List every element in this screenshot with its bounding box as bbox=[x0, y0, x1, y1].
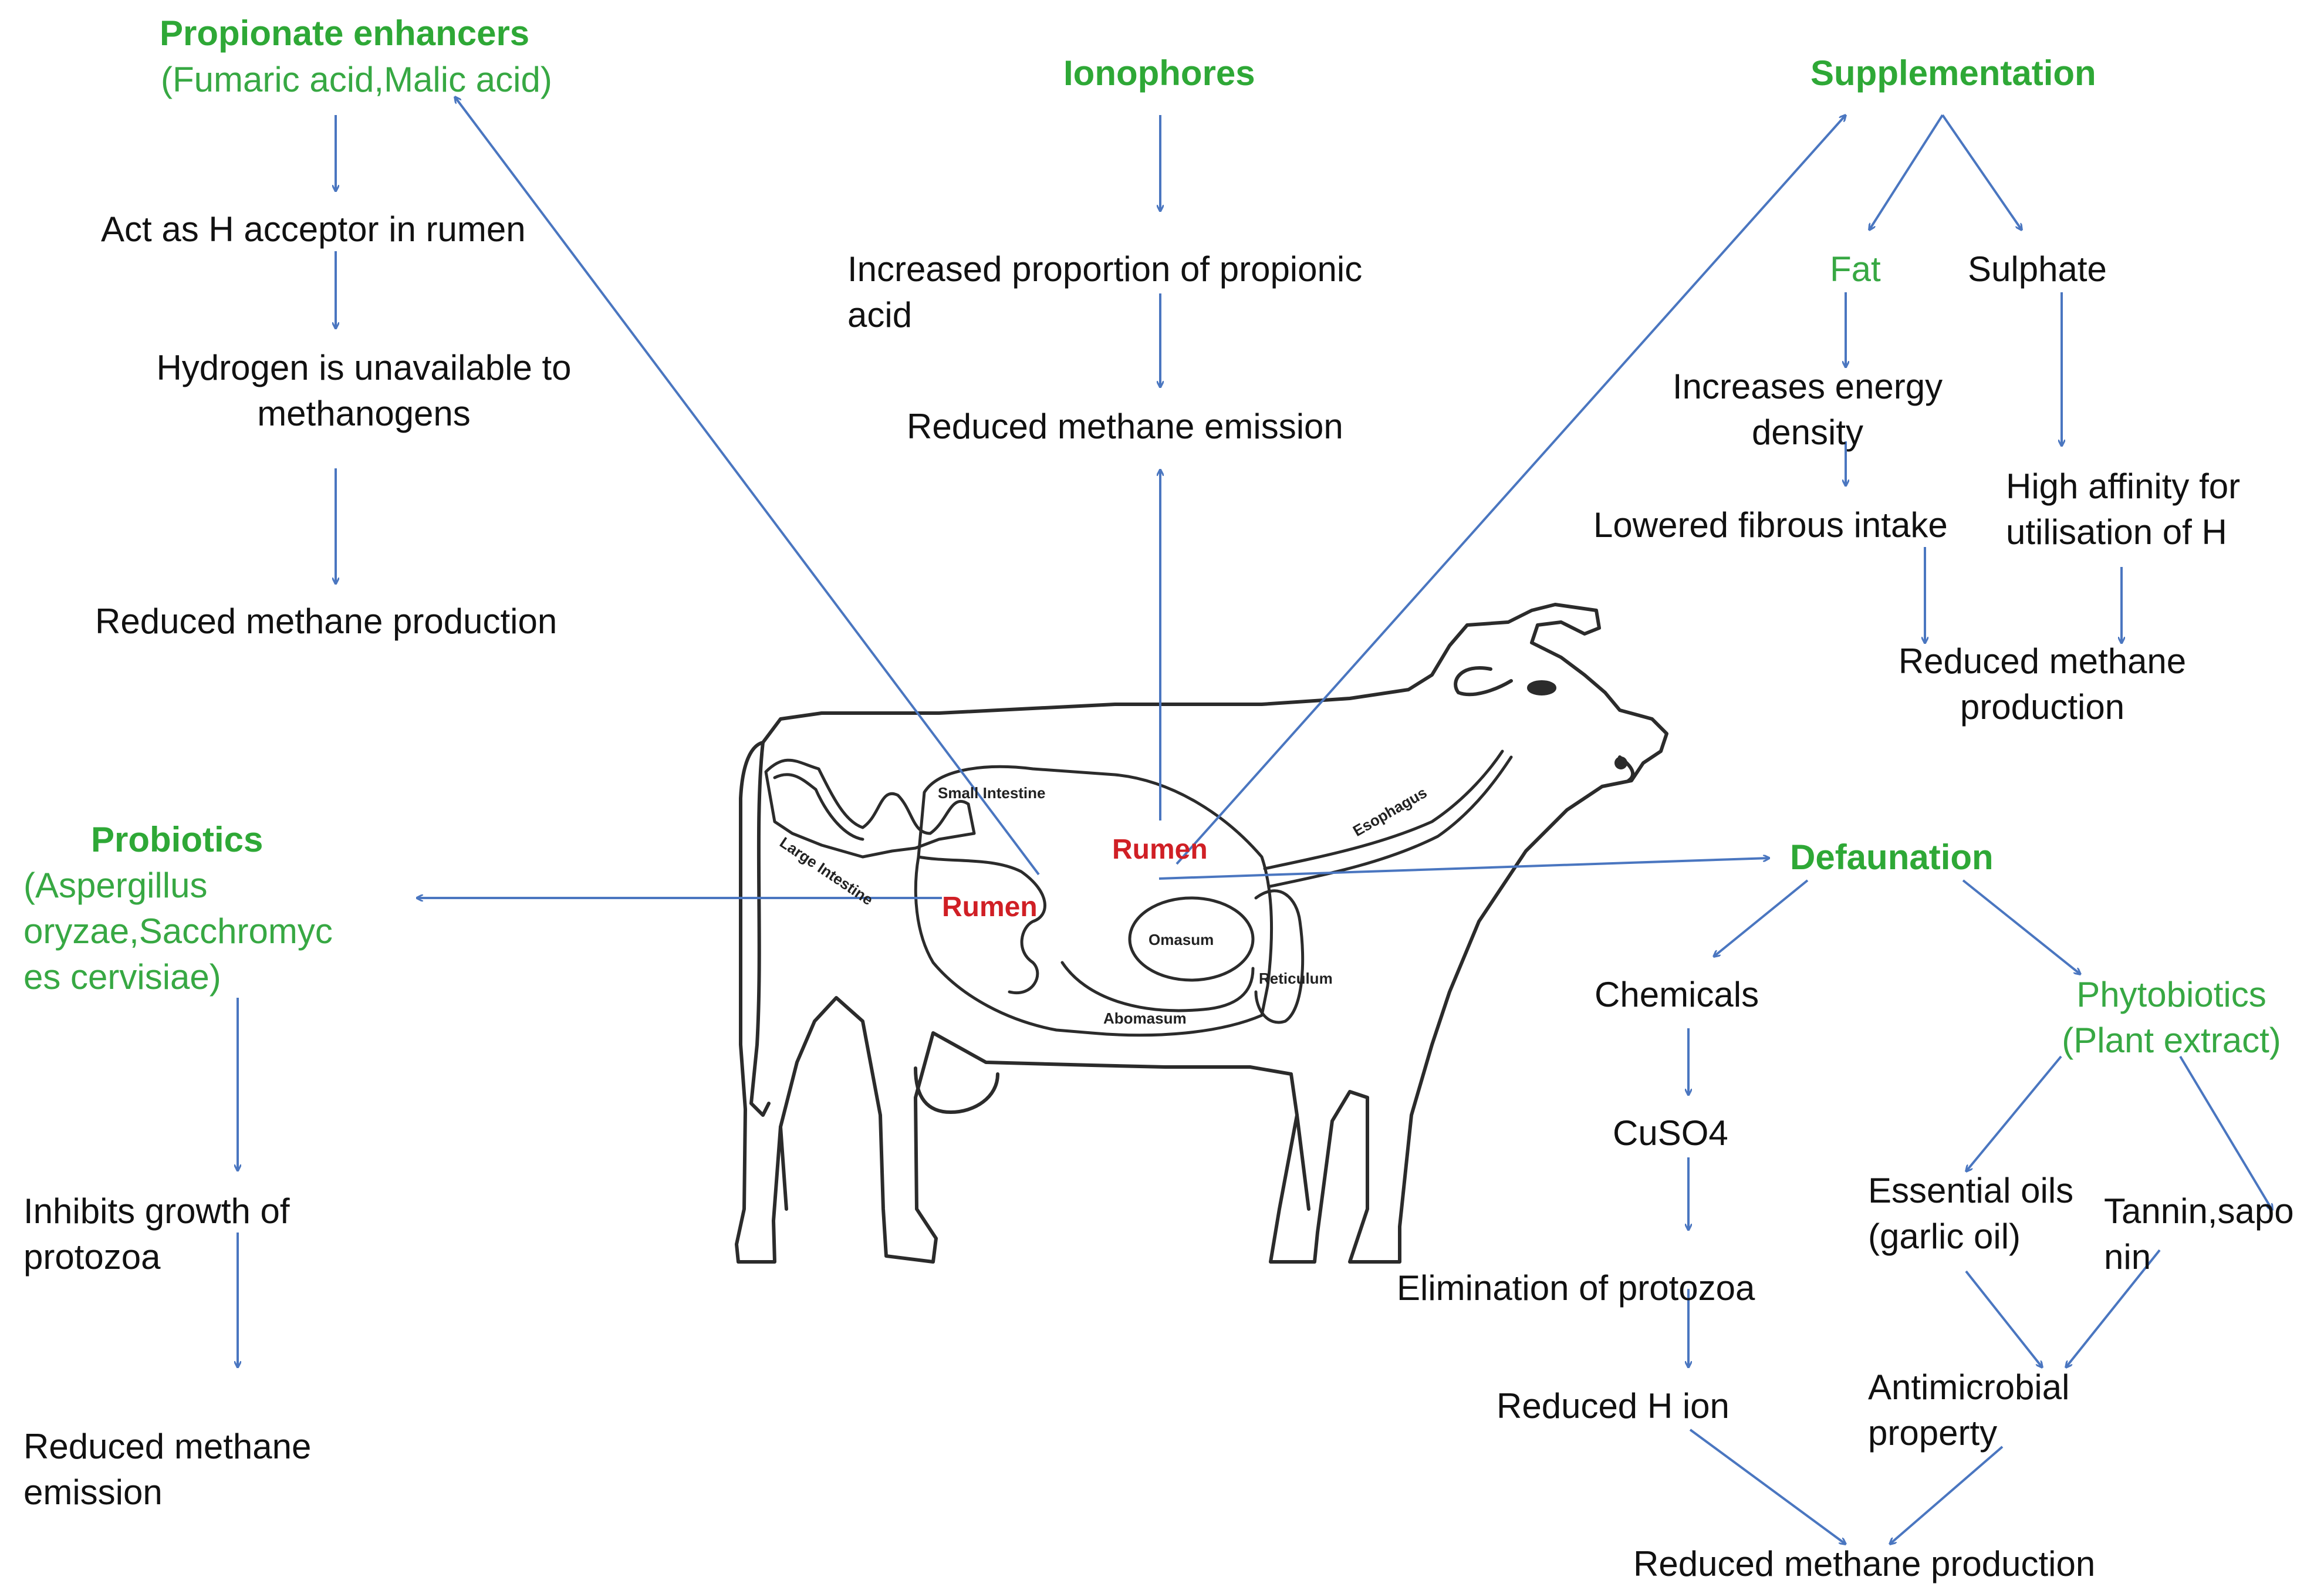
probiotics-result: Reduced methane emission bbox=[23, 1424, 311, 1515]
probiotics-organisms: (Aspergillus oryzae,Sacchromyc es cervis… bbox=[23, 863, 333, 1000]
cow-eye bbox=[1529, 682, 1555, 694]
propionate-result: Reduced methane production bbox=[95, 599, 557, 644]
small-intestine-shape bbox=[918, 857, 1045, 993]
defaunation-antimicrobial: Antimicrobial property bbox=[1868, 1365, 2069, 1456]
arrow-essential-to-antimicrobial bbox=[1966, 1271, 2042, 1367]
ionophores-title: Ionophores bbox=[1063, 50, 1255, 96]
arrow-phytobiotics-to-essential bbox=[1966, 1056, 2061, 1171]
omasum-label: Omasum bbox=[1149, 931, 1214, 949]
cow-inner-leg-left bbox=[781, 1127, 786, 1209]
defaunation-essential-oils-line1: Essential oils bbox=[1868, 1168, 2073, 1214]
supplementation-sulphate: Sulphate bbox=[1968, 247, 2107, 292]
fat-energy-density-line2: density bbox=[1637, 410, 1978, 455]
fat-energy-density-line1: Increases energy bbox=[1637, 364, 1978, 410]
reticulum-label: Reticulum bbox=[1259, 970, 1333, 988]
cow-inner-leg-right bbox=[1297, 1115, 1309, 1209]
probiotics-inhibits-protozoa-line2: protozoa bbox=[23, 1234, 290, 1280]
probiotics-title: Probiotics bbox=[91, 817, 263, 863]
propionate-step-h-acceptor: Act as H acceptor in rumen bbox=[101, 207, 526, 252]
probiotics-organisms-line2: oryzae,Sacchromyc bbox=[23, 909, 333, 954]
supplementation-result-line1: Reduced methane bbox=[1843, 639, 2242, 684]
cow-udder bbox=[916, 1068, 998, 1112]
arrow-defaunation-to-chemicals bbox=[1714, 880, 1808, 957]
arrow-phytobiotics-to-tannin bbox=[2180, 1056, 2272, 1210]
defaunation-tannin-saponin-line2: nin bbox=[2104, 1234, 2294, 1280]
small-intestine-label: Small Intestine bbox=[938, 784, 1046, 802]
defaunation-final-result: Reduced methane production bbox=[1633, 1541, 2095, 1587]
defaunation-reduced-h: Reduced H ion bbox=[1497, 1383, 1730, 1429]
ionophores-step-propionic-line2: acid bbox=[847, 292, 1362, 338]
ionophores-step-propionic-line1: Increased proportion of propionic bbox=[847, 247, 1362, 292]
propionate-title: Propionate enhancers bbox=[160, 11, 529, 56]
abomasum-label: Abomasum bbox=[1103, 1009, 1187, 1028]
rumen-label-lower: Rumen bbox=[942, 891, 1038, 923]
ionophores-result: Reduced methane emission bbox=[907, 404, 1343, 450]
supplementation-fat: Fat bbox=[1830, 247, 1881, 292]
defaunation-antimicrobial-line2: property bbox=[1868, 1410, 2069, 1456]
arrow-supplementation-to-fat bbox=[1869, 115, 1943, 230]
defaunation-phytobiotics-line2: (Plant extract) bbox=[2031, 1018, 2312, 1063]
abomasum-shape bbox=[1062, 963, 1253, 1011]
arrow-supplementation-to-sulphate bbox=[1943, 115, 2022, 230]
defaunation-chemicals: Chemicals bbox=[1595, 972, 1759, 1018]
propionate-step-hydrogen: Hydrogen is unavailable to methanogens bbox=[94, 345, 634, 437]
arrow-reduced-h-to-final bbox=[1690, 1430, 1846, 1544]
defaunation-antimicrobial-line1: Antimicrobial bbox=[1868, 1365, 2069, 1410]
supplementation-title: Supplementation bbox=[1810, 50, 2096, 96]
probiotics-organisms-line1: (Aspergillus bbox=[23, 863, 333, 909]
arrow-antimicrobial-to-final bbox=[1890, 1447, 2002, 1544]
defaunation-essential-oils-line2: (garlic oil) bbox=[1868, 1214, 2073, 1260]
cow-tail bbox=[751, 742, 769, 1115]
propionate-subtitle: (Fumaric acid,Malic acid) bbox=[161, 57, 552, 103]
defaunation-elimination: Elimination of protozoa bbox=[1397, 1265, 1755, 1311]
defaunation-cuso4: CuSO4 bbox=[1613, 1110, 1728, 1156]
defaunation-essential-oils: Essential oils (garlic oil) bbox=[1868, 1168, 2073, 1260]
defaunation-phytobiotics-line1: Phytobiotics bbox=[2031, 972, 2312, 1018]
digestive-organs bbox=[766, 751, 1511, 1035]
defaunation-tannin-saponin-line1: Tannin,sapo bbox=[2104, 1188, 2294, 1234]
supplementation-result: Reduced methane production bbox=[1843, 639, 2242, 730]
supplementation-result-line2: production bbox=[1843, 684, 2242, 730]
defaunation-tannin-saponin: Tannin,sapo nin bbox=[2104, 1188, 2294, 1280]
probiotics-inhibits-protozoa-line1: Inhibits growth of bbox=[23, 1188, 290, 1234]
arrow-rumen-to-supplementation bbox=[1177, 115, 1846, 864]
cow-ear bbox=[1455, 668, 1511, 694]
arrow-rumen-to-defaunation bbox=[1159, 858, 1769, 879]
probiotics-result-line2: emission bbox=[23, 1470, 311, 1515]
propionate-step-hydrogen-line2: methanogens bbox=[94, 391, 634, 437]
defaunation-title: Defaunation bbox=[1790, 835, 1994, 880]
sulphate-affinity-line1: High affinity for bbox=[2006, 464, 2240, 509]
rumen-label-upper: Rumen bbox=[1112, 833, 1208, 866]
propionate-step-hydrogen-line1: Hydrogen is unavailable to bbox=[94, 345, 634, 391]
cow-nostril bbox=[1616, 758, 1626, 768]
fat-energy-density: Increases energy density bbox=[1637, 364, 1978, 455]
probiotics-organisms-line3: es cervisiae) bbox=[23, 954, 333, 1000]
sulphate-affinity: High affinity for utilisation of H bbox=[2006, 464, 2240, 555]
sulphate-affinity-line2: utilisation of H bbox=[2006, 509, 2240, 555]
probiotics-inhibits-protozoa: Inhibits growth of protozoa bbox=[23, 1188, 290, 1280]
ionophores-step-propionic: Increased proportion of propionic acid bbox=[847, 247, 1362, 338]
defaunation-phytobiotics: Phytobiotics (Plant extract) bbox=[2031, 972, 2312, 1063]
probiotics-result-line1: Reduced methane bbox=[23, 1424, 311, 1470]
arrow-defaunation-to-phytobiotics bbox=[1963, 880, 2080, 974]
fat-fibrous-intake: Lowered fibrous intake bbox=[1593, 502, 1948, 548]
